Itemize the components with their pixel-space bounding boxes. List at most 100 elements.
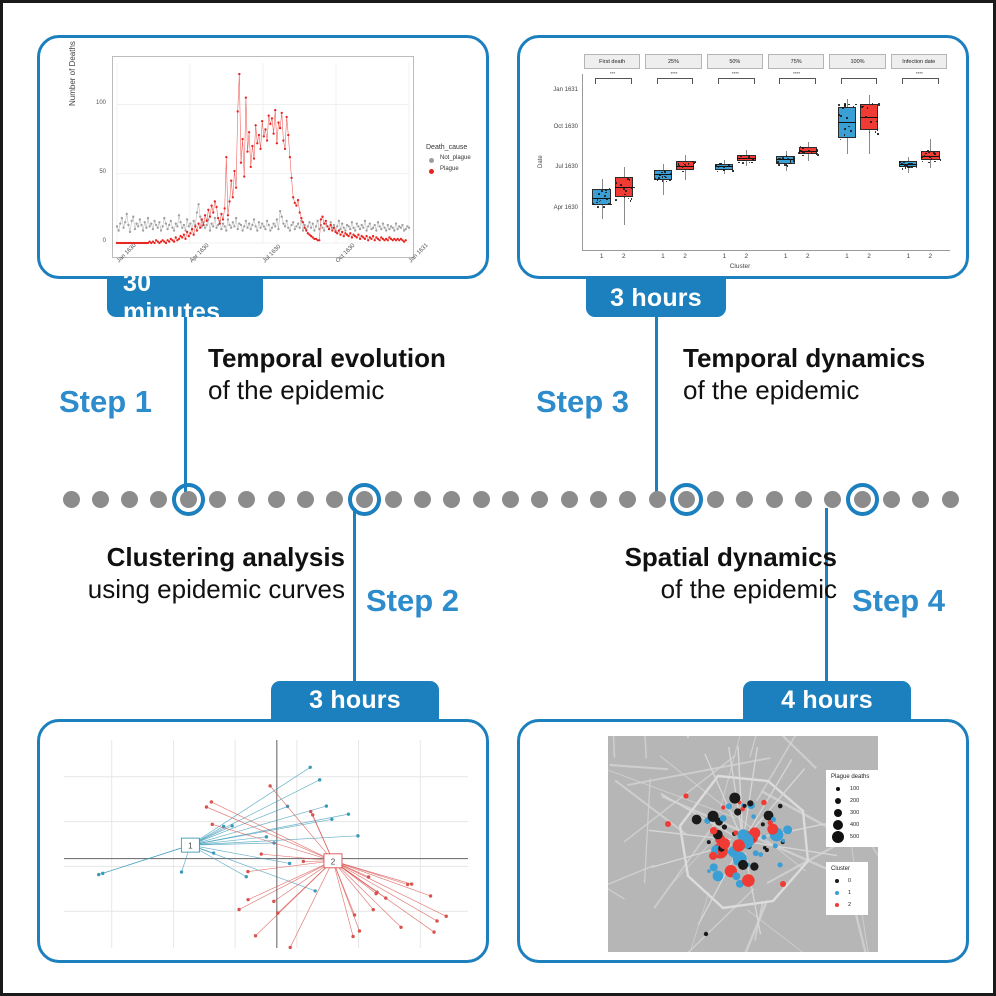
chart2-jitter-point — [718, 163, 721, 165]
chart1-legend-label: Plague — [440, 166, 459, 172]
timeline-dot — [560, 491, 578, 508]
chart1-y-axis-title: Number of Deaths — [68, 41, 77, 106]
chart2-significance-label: **** — [731, 71, 739, 76]
chart2-significance-bracket — [718, 78, 755, 84]
timeline-dot — [795, 491, 812, 508]
chart2-jitter-point — [689, 168, 691, 171]
chart2-panel-divider — [888, 74, 890, 250]
chart2-jitter-point — [911, 166, 913, 168]
chart2-jitter-point — [870, 121, 872, 123]
chart2-jitter-point — [746, 157, 749, 160]
map-cluster-legend-row: 0 — [831, 875, 863, 887]
chart2-jitter-point — [630, 187, 633, 189]
chart2-jitter-point — [665, 180, 668, 183]
timeline-dot — [121, 491, 139, 508]
timeline-dot — [443, 491, 461, 508]
chart2-jitter-point — [810, 151, 813, 154]
step-description-3-rest: of the epidemic — [683, 374, 860, 405]
timeline-step-marker[interactable] — [347, 483, 381, 516]
chart2-jitter-point — [927, 149, 929, 152]
chart2-jitter-point — [716, 170, 719, 173]
chart2-jitter-point — [793, 158, 795, 161]
chart2-jitter-point — [915, 166, 918, 169]
chart2-jitter-point — [598, 193, 600, 195]
chart2-jitter-point — [629, 186, 632, 189]
chart2-jitter-point — [876, 120, 878, 123]
chart2-jitter-point — [723, 166, 725, 168]
map-size-legend-label: 500 — [849, 834, 860, 840]
chart2-jitter-point — [777, 158, 780, 160]
chart2-jitter-point — [910, 162, 913, 165]
chart2-significance-bracket — [840, 78, 878, 84]
step-description-1-rest: of the epidemic — [208, 374, 385, 405]
chart2-jitter-point — [661, 176, 664, 178]
map-cluster-legend-row: 2 — [831, 899, 863, 911]
chart2-jitter-point — [861, 106, 863, 108]
chart2-jitter-point — [615, 182, 618, 184]
map-size-legend-key — [834, 797, 842, 805]
chart2-median-line — [921, 155, 940, 157]
chart2-jitter-point — [808, 149, 810, 152]
chart2-jitter-point — [802, 146, 805, 149]
timeline-step-marker[interactable] — [171, 483, 205, 516]
chart2-jitter-point — [844, 103, 846, 106]
chart2-jitter-point — [694, 161, 696, 164]
chart2-x-axis-line — [582, 250, 950, 251]
chart2-x-tick: 2 — [621, 253, 626, 260]
chart2-median-line — [837, 122, 857, 124]
chart2-jitter-point — [615, 199, 617, 201]
chart2-jitter-point — [911, 163, 913, 165]
chart2-x-tick: 1 — [661, 253, 665, 260]
chart2-jitter-point — [928, 151, 930, 154]
chart2-significance-label: **** — [915, 71, 923, 76]
chart2-significance-bracket — [779, 78, 816, 84]
timeline-dot — [531, 491, 549, 508]
chart2-x-tick: 2 — [744, 253, 749, 260]
chart2-jitter-point — [906, 166, 909, 168]
chart1-legend-key — [429, 158, 434, 163]
chart2-jitter-point — [844, 105, 847, 107]
chart2-jitter-point — [752, 158, 754, 161]
chart2-jitter-point — [661, 171, 663, 174]
duration-badge-step2: 3 hours — [271, 681, 439, 719]
chart2-jitter-point — [717, 163, 720, 166]
chart1-y-tick: 100 — [95, 99, 106, 106]
step-label-2: Step 2 — [366, 583, 460, 618]
timeline-dot — [941, 491, 959, 508]
step-description-3-bold: Temporal dynamics — [683, 343, 926, 373]
timeline-step-marker[interactable] — [845, 483, 879, 516]
timeline-dot — [912, 491, 930, 508]
chart2-jitter-point — [928, 161, 930, 164]
chart2-jitter-point — [619, 183, 622, 186]
chart2-jitter-point — [717, 166, 720, 169]
map-size-legend-label: 300 — [849, 810, 860, 816]
chart2-jitter-point — [628, 179, 631, 181]
timeline-dot — [238, 491, 256, 508]
chart2-jitter-point — [903, 161, 905, 164]
chart2-x-tick: 1 — [906, 253, 911, 260]
chart2-jitter-point — [748, 161, 751, 164]
chart2-jitter-point — [855, 103, 858, 106]
chart2-jitter-point — [817, 154, 819, 156]
chart2-jitter-point — [862, 105, 864, 108]
chart1-legend-key — [429, 169, 434, 174]
chart2-jitter-point — [925, 152, 927, 155]
chart2-y-tick: Apr 1630 — [553, 204, 578, 211]
chart2-jitter-point — [605, 191, 607, 194]
map-size-legend-row: 100 — [831, 783, 873, 795]
chart2-jitter-point — [811, 152, 814, 155]
chart2-jitter-point — [793, 160, 795, 162]
chart2-y-tick: Jan 1631 — [553, 86, 578, 93]
chart2-jitter-point — [908, 162, 910, 165]
chart2-jitter-point — [624, 193, 626, 196]
chart2-jitter-point — [923, 155, 926, 157]
timeline-step-marker[interactable] — [669, 483, 703, 516]
chart2-jitter-point — [871, 102, 874, 105]
chart2-jitter-point — [664, 176, 667, 179]
chart2-median-line — [776, 159, 795, 161]
chart2-jitter-point — [742, 162, 744, 164]
